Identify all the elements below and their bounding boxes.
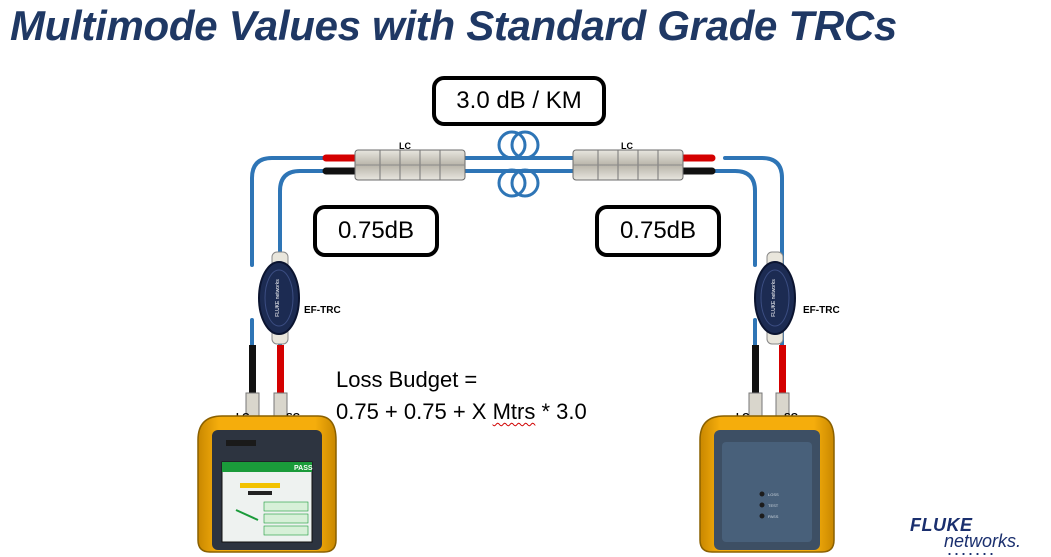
- trc-mandrel-left: FLUKE networks: [258, 251, 300, 345]
- logo-word-networks: networks.: [944, 531, 1022, 551]
- main-tester: PASS: [197, 415, 337, 553]
- remote-tester: LOSS TEST PASS: [699, 415, 835, 553]
- red-boots: [322, 154, 716, 175]
- svg-text:FLUKE networks: FLUKE networks: [771, 279, 777, 317]
- logo-word-fluke: FLUKE: [910, 515, 973, 535]
- left-connection-loss-label: 0.75dB: [337, 217, 415, 244]
- fiber-loss-label: 3.0 dB / KM: [456, 87, 582, 114]
- screen-pass-status: PASS: [294, 465, 313, 472]
- fiber-spool: [497, 130, 540, 198]
- left-connection-loss-box: 0.75dB: [313, 205, 439, 257]
- logo-dots: [946, 553, 996, 555]
- formula-line-2-suffix: * 3.0: [535, 399, 587, 424]
- tester-connectors-right: [748, 345, 790, 418]
- trc-label-left: EF-TRC: [304, 305, 341, 316]
- remote-led-pass: PASS: [768, 514, 779, 519]
- svg-text:FLUKE networks: FLUKE networks: [275, 279, 281, 317]
- formula-line-2-prefix: 0.75 + 0.75 + X: [336, 399, 493, 424]
- lc-label-top-left: LC: [399, 141, 411, 151]
- formula-line-1: Loss Budget =: [336, 367, 478, 392]
- trc-mandrel-right: FLUKE networks: [754, 251, 796, 345]
- formula-line-2: 0.75 + 0.75 + X Mtrs * 3.0: [336, 396, 587, 428]
- lc-adapter-left: [354, 149, 466, 181]
- right-connection-loss-label: 0.75dB: [619, 217, 697, 244]
- remote-led-loss: LOSS: [768, 492, 779, 497]
- remote-led-test: TEST: [768, 503, 779, 508]
- lc-adapter-right: [572, 149, 684, 181]
- trc-label-right: EF-TRC: [803, 305, 840, 316]
- tester-connectors-left: [245, 345, 288, 418]
- lc-label-top-right: LC: [621, 141, 633, 151]
- right-connection-loss-box: 0.75dB: [595, 205, 721, 257]
- loss-budget-formula: Loss Budget = 0.75 + 0.75 + X Mtrs * 3.0: [336, 364, 587, 428]
- fiber-cables: [250, 156, 784, 347]
- formula-mtrs-word: Mtrs: [492, 399, 536, 424]
- fiber-loss-box: 3.0 dB / KM: [432, 76, 606, 126]
- slide-title: Multimode Values with Standard Grade TRC…: [10, 2, 897, 49]
